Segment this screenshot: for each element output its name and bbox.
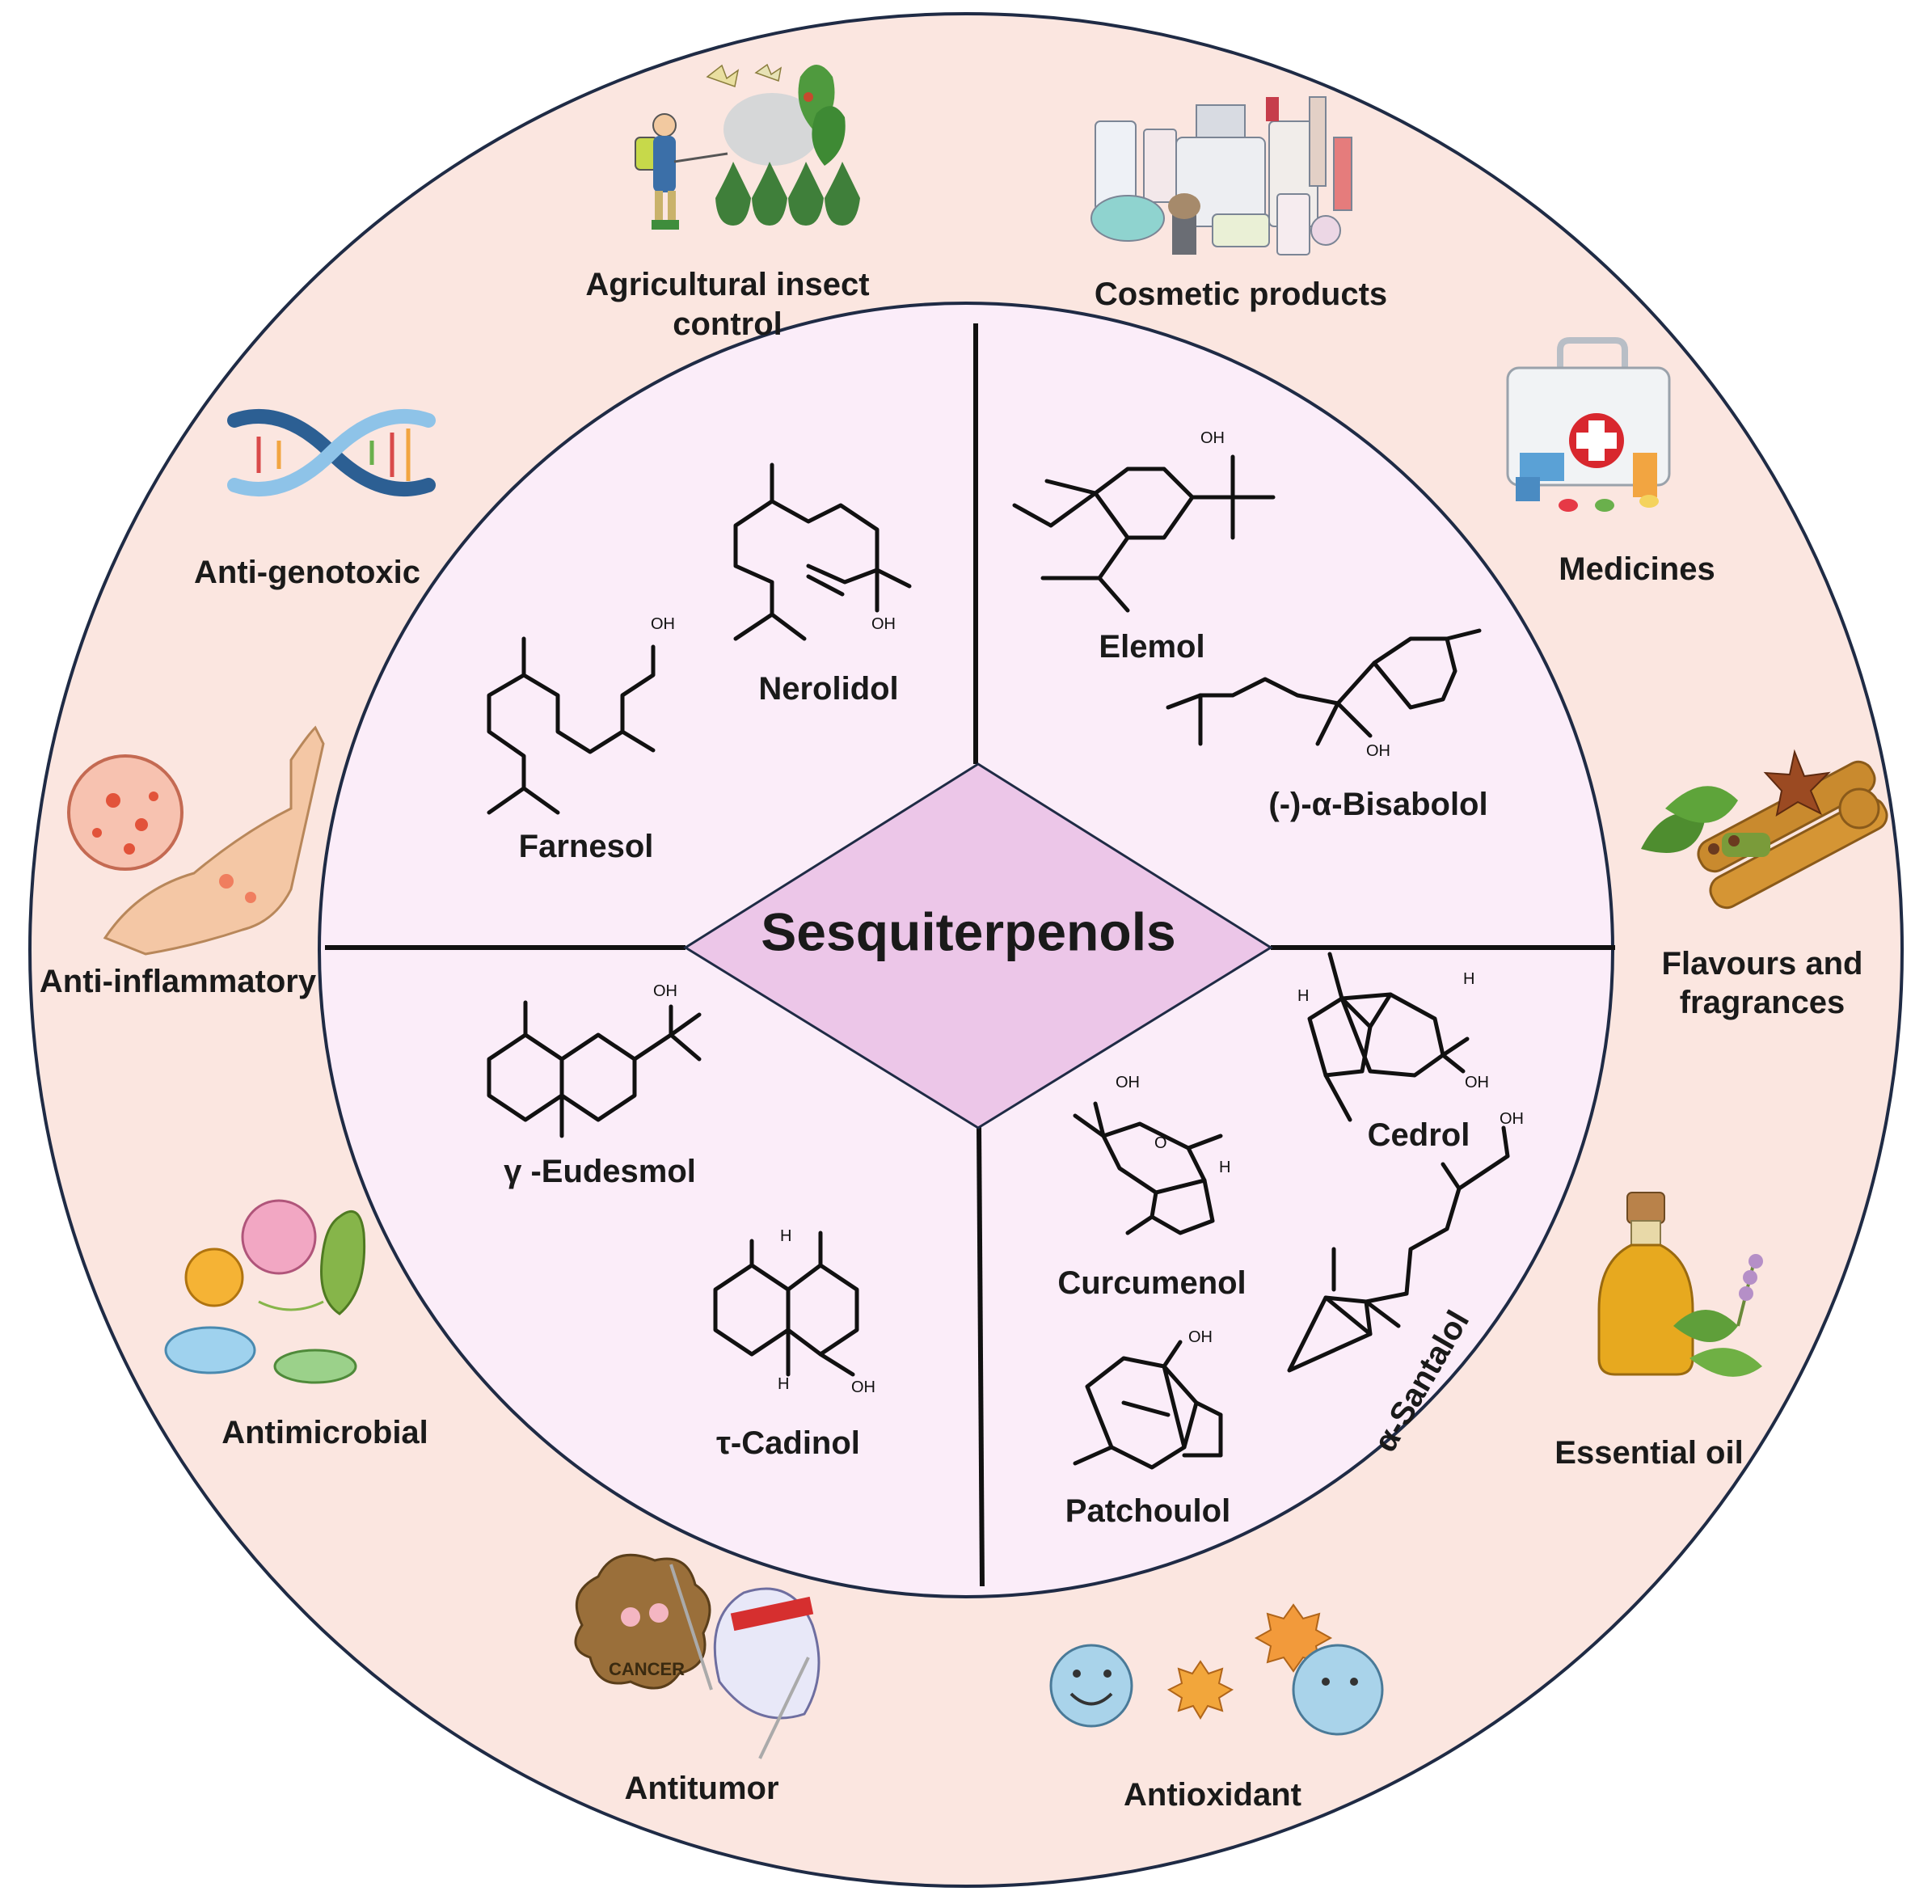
santalol-structure: OH — [1287, 1110, 1524, 1373]
label-curcumenol: Curcumenol — [1057, 1265, 1246, 1301]
label-flavours-line2: fragrances — [1680, 985, 1846, 1020]
farnesol-structure: OH — [487, 615, 675, 815]
label-antimicrobial: Antimicrobial — [221, 1415, 428, 1450]
label-farnesol: Farnesol — [519, 829, 654, 864]
svg-text:OH: OH — [851, 1378, 875, 1396]
label-cedrol: Cedrol — [1368, 1117, 1470, 1153]
label-anti-inflammatory: Anti-inflammatory — [40, 964, 317, 999]
label-antitumor: Antitumor — [624, 1771, 778, 1806]
label-elemol: Elemol — [1099, 629, 1204, 665]
svg-text:OH: OH — [651, 615, 675, 633]
cosmetics-icon — [1090, 96, 1352, 255]
svg-text:OH: OH — [1116, 1074, 1140, 1091]
quadrant-dividers — [325, 323, 1615, 1587]
label-patchoulol: Patchoulol — [1065, 1493, 1230, 1529]
label-agricultural-line1: Agricultural insect — [585, 267, 869, 302]
svg-text:H: H — [1463, 970, 1474, 988]
label-cadinol: τ-Cadinol — [716, 1425, 860, 1461]
label-anti-genotoxic: Anti-genotoxic — [194, 555, 420, 590]
label-essential-oil: Essential oil — [1554, 1435, 1743, 1471]
patchoulol-structure: OH — [1073, 1328, 1223, 1470]
svg-text:OH: OH — [1188, 1328, 1213, 1346]
eudesmol-structure: OH — [487, 982, 702, 1138]
essential-oil-bottle-icon — [1597, 1192, 1763, 1377]
dna-helix-icon — [227, 409, 436, 496]
cedrol-structure: H H OH — [1297, 952, 1489, 1122]
cancer-cell-label: CANCER — [609, 1659, 685, 1679]
inflamed-skin-icon — [67, 725, 325, 956]
svg-text:OH: OH — [1200, 429, 1225, 447]
label-flavours-line1: Flavours and — [1662, 946, 1863, 982]
label-eudesmol: γ -Eudesmol — [504, 1154, 696, 1189]
svg-text:H: H — [1219, 1159, 1230, 1176]
center-diamond — [683, 762, 1273, 1129]
spices-icon — [1641, 749, 1888, 910]
label-bisabolol: (-)-α-Bisabolol — [1268, 787, 1487, 822]
antitumor-cartoon-icon: CANCER — [574, 1553, 820, 1759]
label-cosmetic: Cosmetic products — [1095, 277, 1387, 312]
label-antioxidant: Antioxidant — [1124, 1777, 1301, 1813]
bisabolol-structure: OH — [1166, 628, 1482, 760]
antioxidant-cells-icon — [1049, 1603, 1384, 1736]
label-medicines: Medicines — [1559, 551, 1715, 587]
sprayer-farmer-icon — [635, 63, 860, 230]
svg-text:H: H — [780, 1227, 791, 1245]
svg-text:OH: OH — [1500, 1110, 1524, 1128]
elemol-structure: OH — [1012, 429, 1276, 613]
label-agricultural-line2: control — [673, 306, 783, 342]
svg-text:OH: OH — [653, 982, 677, 1000]
nerolidol-structure: OH — [733, 462, 912, 641]
first-aid-kit-icon — [1506, 337, 1671, 512]
center-title: Sesquiterpenols — [761, 901, 1175, 961]
svg-text:OH: OH — [1465, 1074, 1489, 1091]
curcumenol-structure: O H OH — [1073, 1074, 1230, 1235]
microbes-icon — [164, 1199, 366, 1384]
svg-text:H: H — [1297, 987, 1309, 1005]
svg-text:H: H — [778, 1375, 789, 1393]
cadinol-structure: H H OH — [713, 1227, 875, 1396]
svg-text:OH: OH — [1366, 742, 1390, 760]
svg-text:OH: OH — [871, 615, 896, 633]
svg-text:O: O — [1154, 1134, 1167, 1152]
label-nerolidol: Nerolidol — [758, 671, 898, 707]
